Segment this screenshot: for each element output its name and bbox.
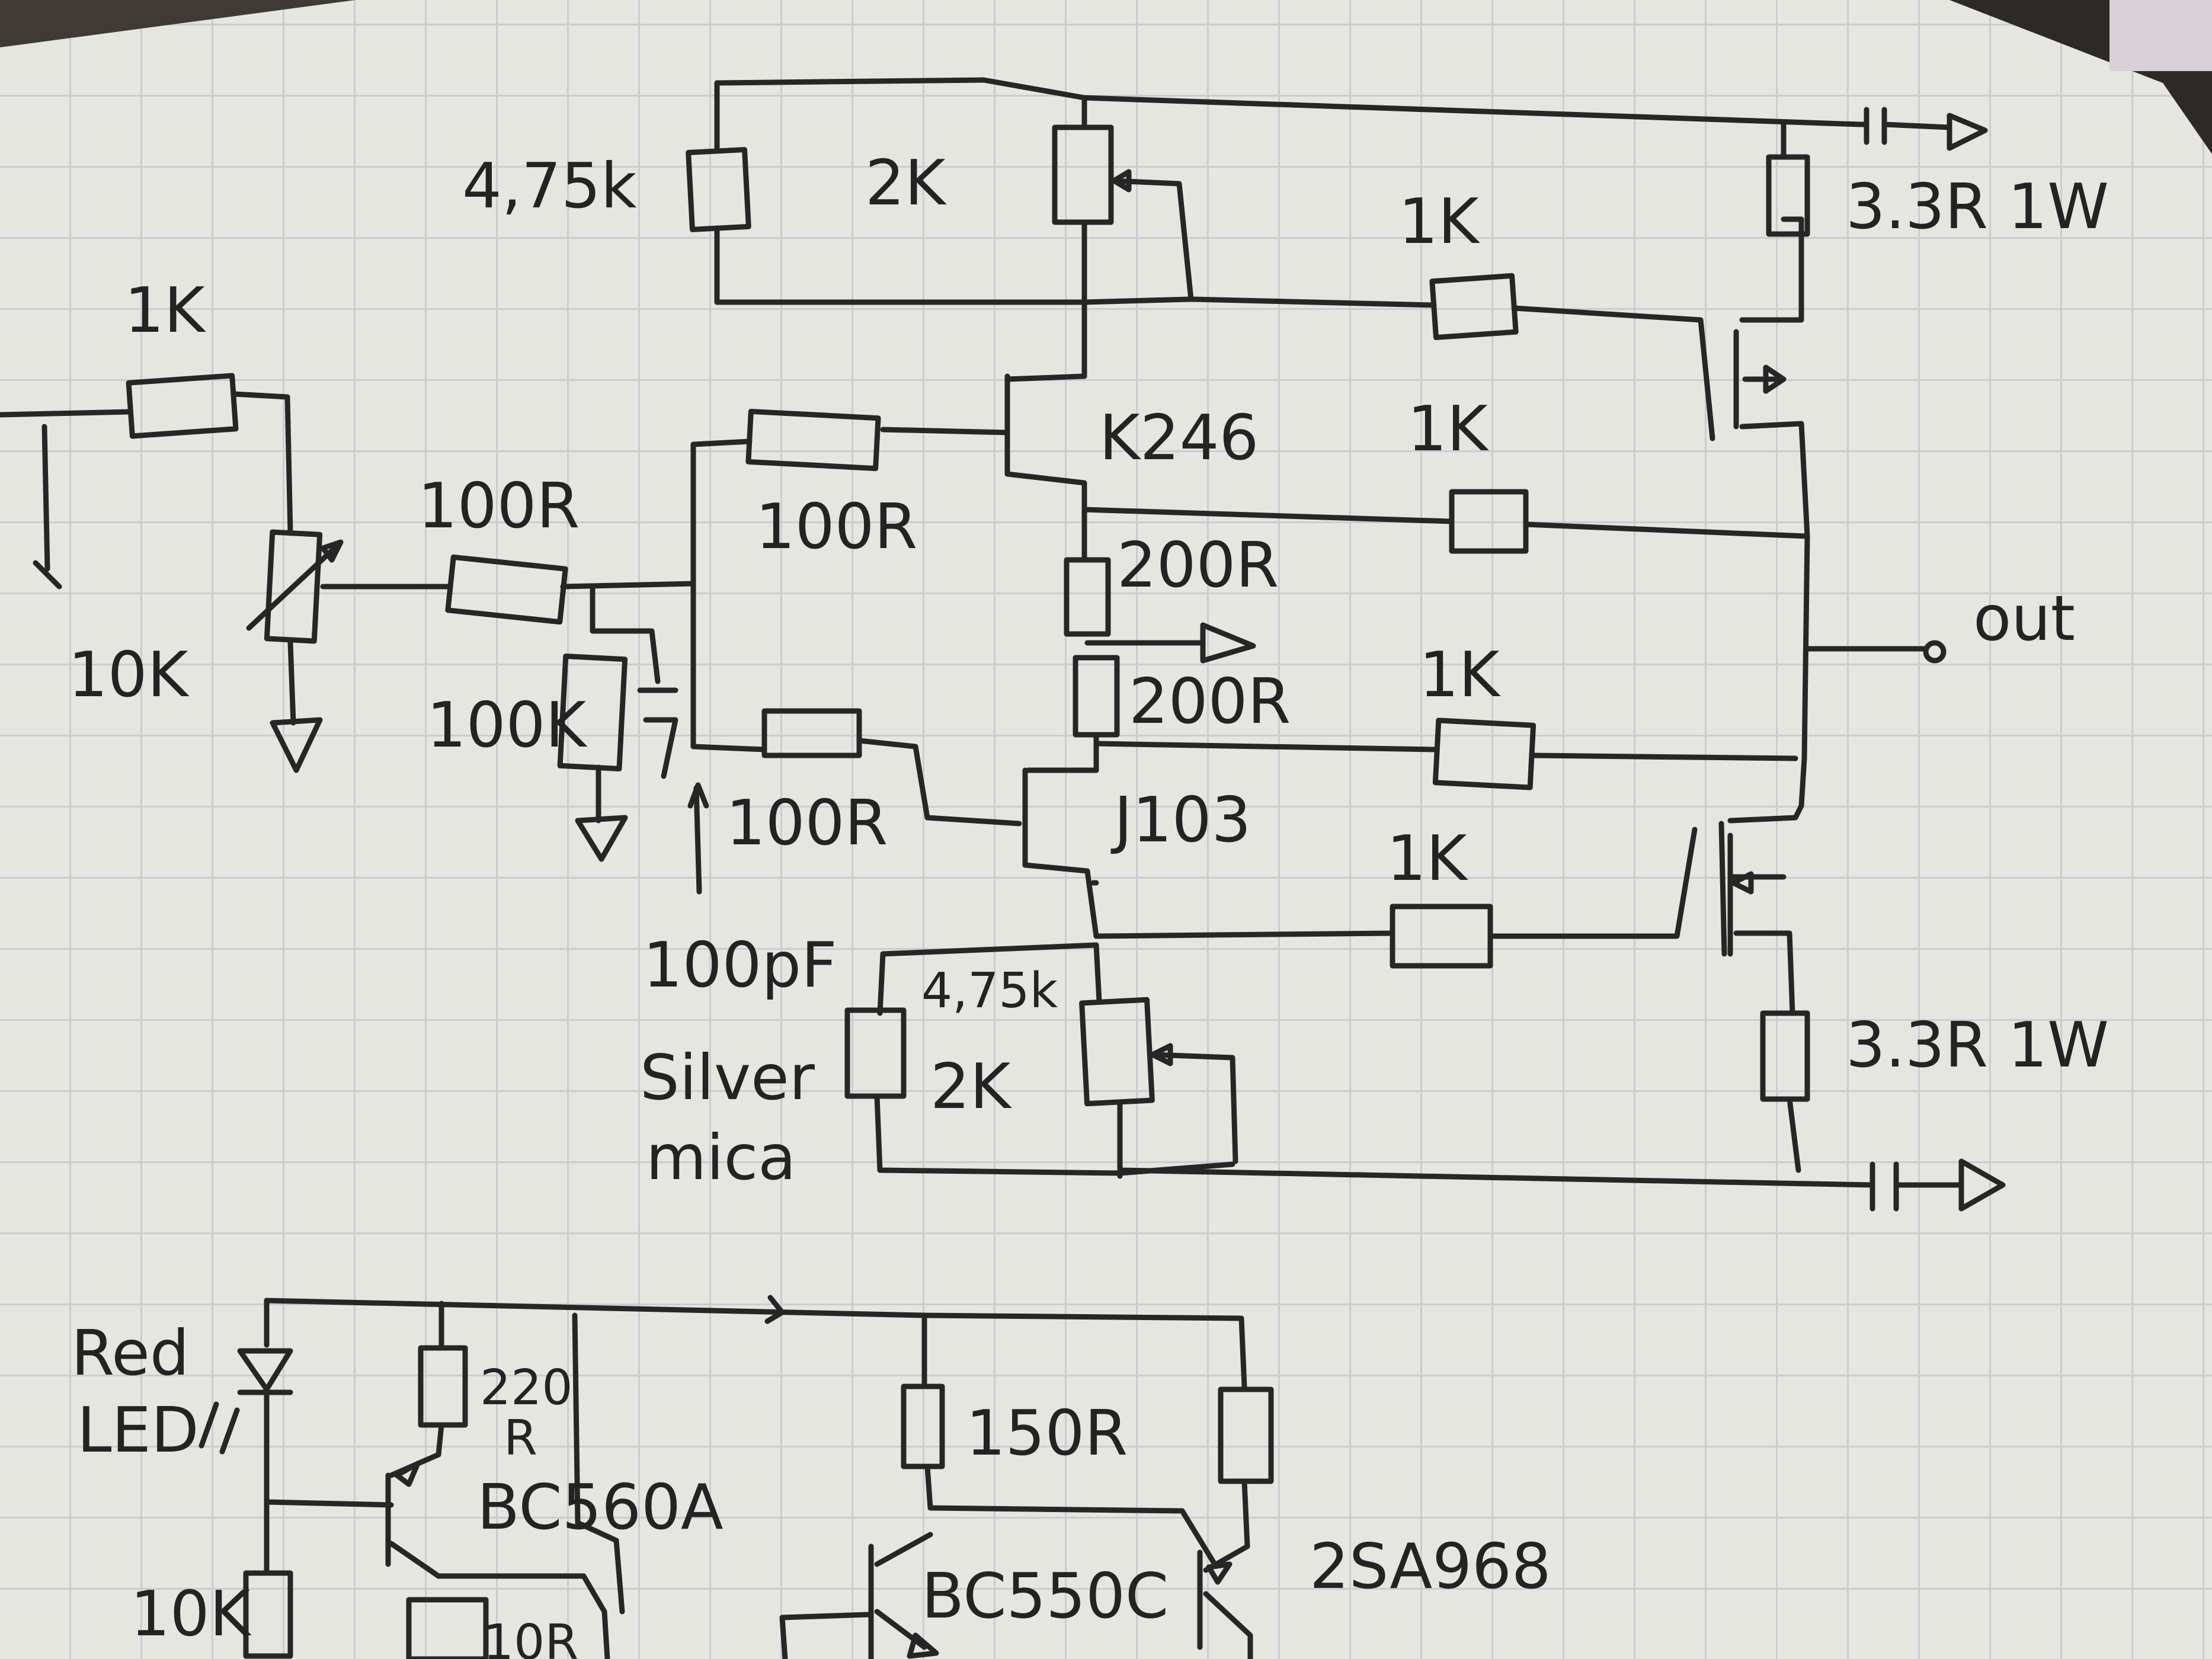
label-bc560a: BC560A: [477, 1471, 724, 1543]
label-100k: 100K: [427, 689, 588, 761]
output-node: [1798, 533, 1947, 809]
potentiometer-2k-top: [1052, 95, 1194, 305]
top-rail-wire: [714, 77, 1864, 157]
label-100r-gate-top: 100R: [756, 491, 917, 563]
resistor-1k-lower-out: [1093, 718, 1798, 790]
label-1k-1: 1K: [1398, 185, 1481, 258]
label-bc550c: BC550C: [921, 1560, 1169, 1632]
label-2sa968: 2SA968: [1310, 1530, 1551, 1603]
label-200r-bottom: 200R: [1129, 665, 1291, 738]
resistor-200r-bottom: [1073, 655, 1120, 773]
ground-symbol-top: [1947, 113, 1988, 151]
resistor-10r: [406, 1597, 489, 1659]
potentiometer-2k-bottom: [1079, 997, 1238, 1179]
label-100pf: 100pF: [643, 929, 837, 1001]
transistor-bc560a: [264, 1312, 625, 1659]
label-220: 220: [480, 1360, 573, 1416]
resistor-220r: [388, 1301, 468, 1478]
label-red: Red: [71, 1317, 190, 1389]
label-mica: mica: [646, 1122, 796, 1194]
label-j103: J103: [1110, 784, 1251, 856]
label-4k75-bottom: 4,75k: [921, 963, 1058, 1019]
capacitor-100pf: [637, 687, 709, 895]
mosfet-bottom: [1718, 803, 1804, 1016]
label-silver: Silver: [640, 1042, 815, 1114]
resistor-100r-input: [445, 554, 696, 684]
resistor-150r: [901, 1312, 1218, 1567]
resistor-3r3-top: [1766, 154, 1810, 237]
resistor-4k75-bottom: [844, 1007, 1235, 1176]
transistor-2sa968: [1197, 1543, 1253, 1659]
bias-bridge-bottom: [877, 942, 1102, 1016]
label-1k-4: 1K: [1387, 822, 1469, 895]
label-1k-3: 1K: [1419, 639, 1502, 711]
label-2k-top: 2K: [865, 147, 947, 219]
resistor-10k-lower: [243, 1499, 293, 1659]
resistor-1k-gate-top: [1429, 273, 1715, 441]
label-10k-lower: 10K: [130, 1578, 252, 1650]
resistor-100k: [557, 654, 628, 862]
label-2k-bottom: 2K: [930, 1051, 1013, 1123]
resistor-100r-gate-bottom: [761, 708, 1022, 827]
label-200r-top: 200R: [1117, 529, 1279, 601]
bottom-rail-wire: [1117, 1167, 1875, 1188]
label-3r3-top: 3.3R 1W: [1846, 171, 2109, 243]
resistor-1k-gate-bottom: [1093, 827, 1698, 969]
label-3r3-bottom: 3.3R 1W: [1846, 1009, 2109, 1081]
ground-arrow-mid: [1084, 622, 1256, 664]
label-220-r: R: [504, 1410, 537, 1466]
label-100r-input: 100R: [418, 470, 580, 542]
resistor-3r3-bottom: [1760, 1010, 1810, 1173]
bias-bridge-wire: [714, 296, 1437, 379]
label-100r-gate-bottom: 100R: [726, 787, 888, 859]
resistor-2sa968-collector: [1218, 1386, 1274, 1549]
supply-rail-lower: [264, 1295, 1247, 1389]
jfet-j103: [1022, 767, 1099, 939]
capacitor-top-rail: [1858, 107, 1952, 145]
resistor-200r-top: [1064, 557, 1111, 637]
capacitor-bottom-rail: [1870, 1161, 1964, 1212]
transistor-bc550c: [779, 1532, 939, 1659]
resistor-1k-input: [126, 373, 293, 536]
led-red: [199, 1298, 293, 1505]
resistor-1k-upper-out: [1081, 489, 1810, 554]
label-10r: 10R: [483, 1615, 578, 1659]
resistor-100r-gate-top: [690, 408, 881, 752]
label-led: LED: [77, 1394, 199, 1466]
mosfet-top: [1733, 216, 1810, 539]
label-4k75-top: 4,75k: [462, 150, 637, 222]
label-1k-input: 1K: [124, 274, 207, 347]
label-150r: 150R: [966, 1397, 1128, 1469]
ground-symbol-bottom: [1958, 1158, 2006, 1212]
potentiometer-10k: [246, 529, 453, 773]
label-1k-2: 1K: [1407, 393, 1490, 465]
jfet-k246: [880, 373, 1087, 560]
label-10k-pot: 10K: [68, 639, 190, 711]
label-k246: K246: [1099, 402, 1259, 474]
label-out: out: [1973, 582, 2075, 655]
input-wire: [0, 409, 133, 590]
resistor-4k75-top: [686, 147, 751, 305]
